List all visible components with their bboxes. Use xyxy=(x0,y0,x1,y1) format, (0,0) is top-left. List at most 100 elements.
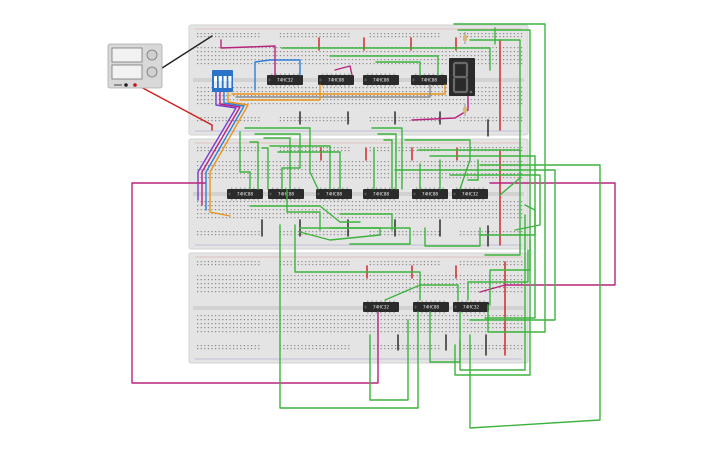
logic-wire xyxy=(454,239,531,376)
logic-wire xyxy=(417,149,521,196)
signal-wire xyxy=(235,84,431,98)
chip-body xyxy=(267,75,303,85)
psu-voltage-display xyxy=(111,47,143,63)
chip-notch xyxy=(364,78,367,82)
dip-toggle[interactable] xyxy=(228,76,232,88)
chip-notch xyxy=(454,305,457,309)
logic-wire xyxy=(467,249,529,301)
ic-chip: 74HC08 xyxy=(363,187,399,201)
chip-label: 74HC08 xyxy=(422,192,439,198)
chip-body xyxy=(316,189,352,199)
chip-label: 74HC08 xyxy=(237,192,254,198)
logic-wire xyxy=(249,205,361,223)
logic-wire xyxy=(369,319,409,401)
seven-segment-display-icon xyxy=(449,58,475,96)
resistor-icon xyxy=(463,104,467,116)
logic-wire xyxy=(467,159,479,181)
ic-chip: 74HC08 xyxy=(316,187,352,201)
resistor-icon xyxy=(463,32,467,44)
breadboards-layer xyxy=(188,24,529,364)
chip-notch xyxy=(453,192,456,196)
breadboard-channel xyxy=(193,306,524,310)
logic-wire xyxy=(384,284,459,301)
current-knob-icon[interactable] xyxy=(146,66,158,78)
logic-wire xyxy=(484,204,536,319)
input-wire xyxy=(205,91,245,211)
chip-label: 74HC08 xyxy=(328,78,345,84)
chip-notch xyxy=(364,192,367,196)
decimal-point xyxy=(469,90,473,94)
logic-wire xyxy=(263,137,291,190)
bench-power-supply-icon[interactable] xyxy=(107,43,163,89)
ic-chip: 74HC32 xyxy=(453,300,489,314)
chip-notch xyxy=(364,305,367,309)
signal-wire xyxy=(334,65,353,76)
chip-body xyxy=(413,302,449,312)
psu-positive-lead xyxy=(138,85,213,131)
chip-body xyxy=(412,189,448,199)
voltage-knob-icon[interactable] xyxy=(146,49,158,61)
logic-wire xyxy=(294,224,421,301)
input-wire xyxy=(209,91,249,217)
chip-notch xyxy=(413,192,416,196)
ic-chip: 74HC32 xyxy=(452,187,488,201)
devices-layer xyxy=(107,32,475,116)
chips-layer: 74HC32 74HC08 74HC08 74HC08 74HC08 74HC08 74HC… xyxy=(227,73,489,314)
input-wire xyxy=(254,59,301,91)
signal-wire xyxy=(239,84,321,101)
logic-wire xyxy=(286,189,321,231)
dip-toggle[interactable] xyxy=(218,76,222,88)
logic-wire xyxy=(269,145,331,190)
negative-terminal-icon xyxy=(124,83,128,87)
ic-chip: 74HC32 xyxy=(267,73,303,87)
chip-body xyxy=(453,302,489,312)
breadboard-holes xyxy=(197,33,523,122)
logic-wire xyxy=(254,133,301,190)
logic-wire xyxy=(329,55,439,76)
ic-chip: 74HC08 xyxy=(411,73,447,87)
chip-body xyxy=(227,189,263,199)
dip-switch-icon[interactable] xyxy=(212,70,233,92)
signal-wire xyxy=(220,39,276,76)
chip-body xyxy=(452,189,488,199)
chip-body xyxy=(268,189,304,199)
logic-wire xyxy=(375,61,421,76)
ic-chip: 74HC32 xyxy=(363,300,399,314)
chip-label: 74HC08 xyxy=(373,78,390,84)
chip-notch xyxy=(412,78,415,82)
chip-label: 74HC08 xyxy=(421,78,438,84)
logic-wire xyxy=(394,169,556,321)
logic-wire xyxy=(281,47,491,71)
logic-wire xyxy=(424,227,481,247)
logic-wire xyxy=(429,311,461,363)
signal-wire xyxy=(411,87,469,121)
dip-switch-body xyxy=(212,70,233,92)
chip-notch xyxy=(268,78,271,82)
logic-wire xyxy=(469,164,601,429)
chip-label: 74HC08 xyxy=(278,192,295,198)
chip-label: 74HC32 xyxy=(373,305,390,311)
dip-toggle[interactable] xyxy=(223,76,227,88)
ic-chip: 74HC08 xyxy=(318,73,354,87)
ic-chip: 74HC08 xyxy=(412,187,448,201)
bottom-breadboard xyxy=(188,252,529,364)
chip-notch xyxy=(317,192,320,196)
breadboard-channel xyxy=(193,78,524,82)
dip-toggle[interactable] xyxy=(214,76,217,88)
chip-body xyxy=(363,302,399,312)
logic-wire xyxy=(459,214,526,371)
logic-wire xyxy=(329,227,411,245)
positive-terminal-icon xyxy=(133,83,137,87)
input-wire xyxy=(197,91,237,201)
ic-chip: 74HC08 xyxy=(268,187,304,201)
middle-breadboard xyxy=(188,138,529,250)
psu-current-display xyxy=(111,64,143,80)
chip-label: 74HC32 xyxy=(462,192,479,198)
logic-wire xyxy=(371,127,403,190)
logic-wire xyxy=(383,139,393,190)
long-signal-wire xyxy=(131,182,379,384)
logic-wire xyxy=(469,39,521,256)
chip-label: 74HC08 xyxy=(326,192,343,198)
chip-label: 74HC32 xyxy=(463,305,480,311)
chip-notch xyxy=(269,192,272,196)
